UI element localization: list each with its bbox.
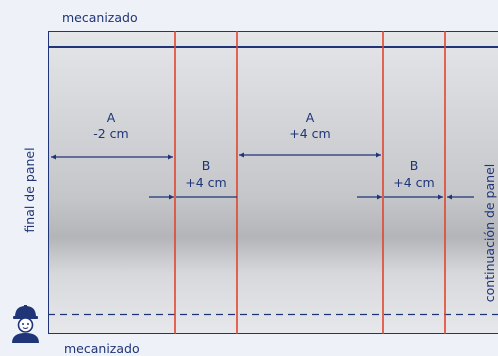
top-machining-label: mecanizado: [62, 10, 138, 25]
panel-surface: [48, 31, 498, 334]
measure-a2-letter: A: [306, 110, 315, 125]
bottom-machining-label: mecanizado: [64, 341, 140, 356]
measure-b1-value: +4 cm: [185, 175, 226, 190]
measure-b2-letter: B: [410, 158, 419, 173]
measure-b1-letter: B: [202, 158, 211, 173]
panel-continuation-label: continuación de panel: [482, 164, 497, 303]
measure-a1-letter: A: [107, 110, 116, 125]
measure-a2-value: +4 cm: [289, 126, 330, 141]
measure-a1-value: -2 cm: [93, 126, 129, 141]
measure-b2-value: +4 cm: [393, 175, 434, 190]
panel-end-label: final de panel: [22, 147, 37, 232]
worker-helmet-icon: [12, 305, 39, 343]
